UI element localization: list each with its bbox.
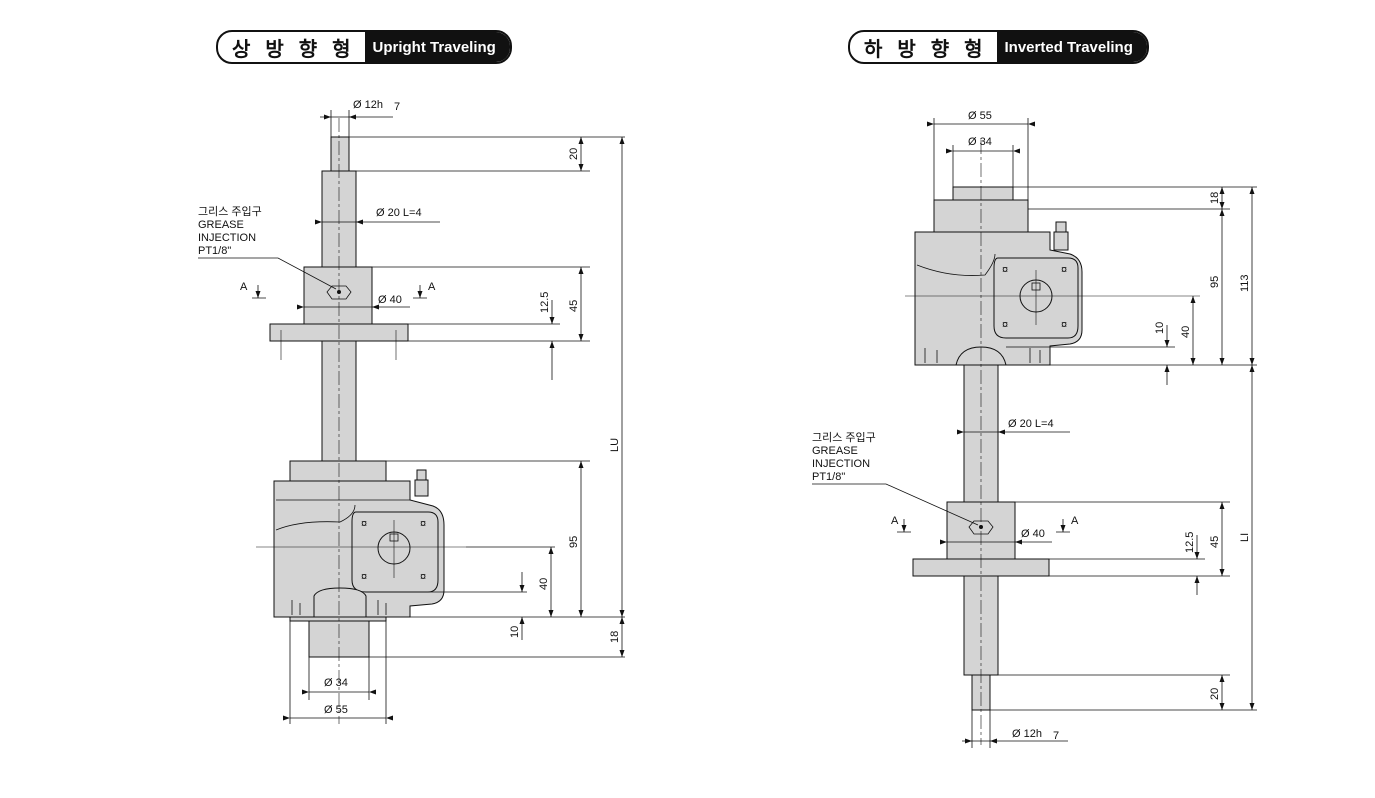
upright-dim-stroke: LU xyxy=(609,438,621,452)
upright-drawing: ¤ ¤ ¤ ¤ Ø 12h 7 Ø 20 L=4 그리스 주입구 GREASE … xyxy=(198,99,625,724)
svg-text:¤: ¤ xyxy=(361,518,367,530)
inverted-dim-base: 10 xyxy=(1154,322,1166,334)
upright-dim-screw: Ø 20 L=4 xyxy=(376,207,422,219)
inverted-dim-shaft-tip-sub: 7 xyxy=(1053,730,1059,742)
inverted-dim-flange: 12.5 xyxy=(1184,532,1196,553)
inverted-dim-shaft-tip: Ø 12h xyxy=(1012,728,1042,740)
svg-text:¤: ¤ xyxy=(1002,264,1008,276)
inverted-dim-boss: Ø 34 xyxy=(968,136,992,148)
upright-title-badge: 상 방 향 형 Upright Traveling xyxy=(216,30,512,64)
inverted-grease-nipple xyxy=(1053,231,1069,251)
inverted-dim-screw: Ø 20 L=4 xyxy=(1008,418,1054,430)
upright-top-cover xyxy=(289,460,387,482)
inverted-dim-nut-height: 45 xyxy=(1209,536,1221,548)
upright-dim-nut: Ø 40 xyxy=(378,294,402,306)
upright-grease-hex xyxy=(326,285,352,300)
inverted-dim-center: 40 xyxy=(1180,326,1192,338)
upright-dim-nut-height: 45 xyxy=(568,300,580,312)
upright-grease-en1: GREASE xyxy=(198,219,244,231)
inverted-dim-stroke: LI xyxy=(1239,533,1251,542)
inverted-grease-kr: 그리스 주입구 xyxy=(812,431,876,444)
inverted-dim-body: 95 xyxy=(1209,276,1221,288)
svg-text:¤: ¤ xyxy=(1061,264,1067,276)
svg-text:¤: ¤ xyxy=(420,518,426,530)
upright-title-kr: 상 방 향 형 xyxy=(232,36,355,61)
upright-dim-shaft-tip-sub: 7 xyxy=(394,101,400,113)
inverted-grease-en1: GREASE xyxy=(812,445,858,457)
upright-section-a-right: A xyxy=(428,281,436,293)
upright-dim-boss: Ø 34 xyxy=(324,677,348,689)
inverted-grease-en3: PT1/8" xyxy=(812,471,845,483)
upright-dim-shaft-tip: Ø 12h xyxy=(353,99,383,111)
inverted-top-boss xyxy=(952,186,1014,201)
upright-dim-outer: Ø 55 xyxy=(324,704,348,716)
upright-grease-kr: 그리스 주입구 xyxy=(198,205,262,218)
upright-dim-flange: 12.5 xyxy=(539,292,551,313)
upright-dim-base: 10 xyxy=(509,626,521,638)
inverted-section-a-left: A xyxy=(891,515,899,527)
inverted-title-kr: 하 방 향 형 xyxy=(864,36,987,61)
inverted-dim-bottom: 20 xyxy=(1209,688,1221,700)
upright-grease-en3: PT1/8" xyxy=(198,245,231,257)
upright-section-a-left: A xyxy=(240,281,248,293)
upright-grease-nipple xyxy=(414,479,429,497)
inverted-grease-en2: INJECTION xyxy=(812,458,870,470)
upright-dim-body: 95 xyxy=(568,536,580,548)
upright-dim-center: 40 xyxy=(538,578,550,590)
inverted-dim-top: 18 xyxy=(1209,192,1221,204)
inverted-title-badge: 하 방 향 형 Inverted Traveling xyxy=(848,30,1149,64)
upright-shaft-tip xyxy=(330,136,350,172)
upright-dim-bottom: 18 xyxy=(609,631,621,643)
inverted-grease-hex xyxy=(968,520,994,535)
upright-nut xyxy=(303,266,373,325)
inverted-section-a-right: A xyxy=(1071,515,1079,527)
inverted-dim-outer: Ø 55 xyxy=(968,110,992,122)
inverted-title-en: Inverted Traveling xyxy=(996,32,1147,62)
inverted-dim-nut: Ø 40 xyxy=(1021,528,1045,540)
inverted-dim-total: 113 xyxy=(1239,274,1251,292)
svg-text:¤: ¤ xyxy=(420,571,426,583)
svg-text:¤: ¤ xyxy=(361,571,367,583)
inverted-drawing: ¤ ¤ ¤ ¤ Ø 55 Ø 34 18 95 xyxy=(812,110,1257,748)
upright-title-en: Upright Traveling xyxy=(364,32,510,62)
upright-dim-top: 20 xyxy=(568,148,580,160)
svg-text:¤: ¤ xyxy=(1002,319,1008,331)
upright-grease-en2: INJECTION xyxy=(198,232,256,244)
svg-text:¤: ¤ xyxy=(1061,319,1067,331)
